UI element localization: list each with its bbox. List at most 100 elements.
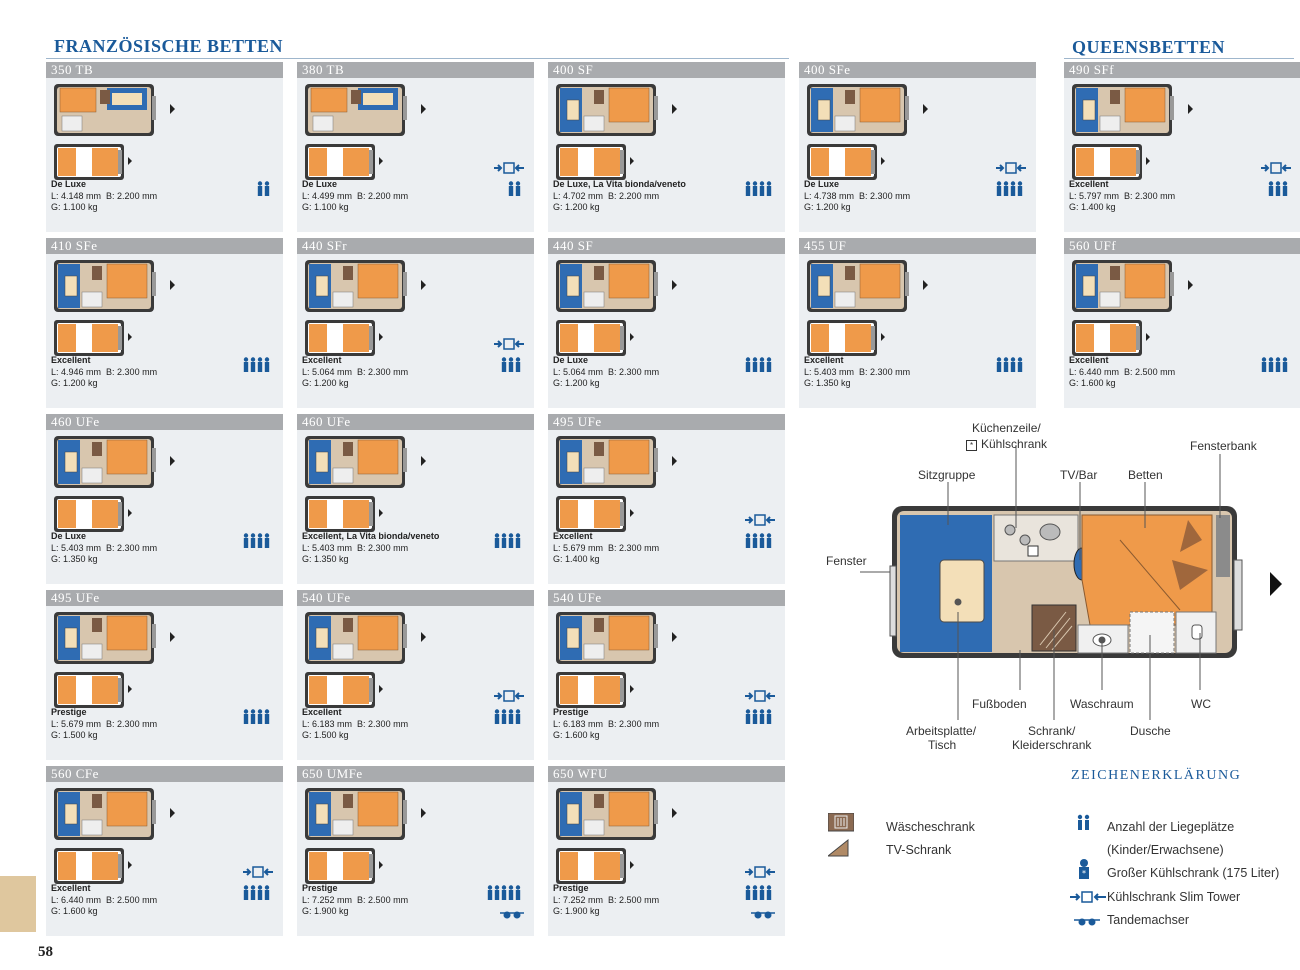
label-washroom: Waschraum <box>1070 697 1134 711</box>
model-equipment: Prestige <box>302 883 338 893</box>
window-rear <box>1233 559 1243 631</box>
model-dimensions: L: 7.252 mm B: 2.500 mm <box>553 895 659 907</box>
model-equipment: Excellent <box>553 531 593 541</box>
section-title-queen-beds: QUEENSBETTEN <box>1072 37 1226 57</box>
model-name: 400 SFe <box>799 62 1036 78</box>
slim-tower-badge <box>745 689 775 707</box>
model-width: B: 2.300 mm <box>608 542 660 553</box>
model-width: B: 2.200 mm <box>608 190 660 201</box>
model-equipment: De Luxe <box>302 179 338 189</box>
floorplan-thumbnail <box>54 436 175 532</box>
model-width: B: 2.300 mm <box>608 718 660 729</box>
model-width: B: 2.300 mm <box>859 190 911 201</box>
berth-count <box>243 709 273 725</box>
floorplan-thumbnail <box>556 436 677 532</box>
model-dimensions: L: 4.702 mm B: 2.200 mm <box>553 191 686 203</box>
model-weight: G: 1.200 kg <box>302 378 349 388</box>
person-icon <box>1077 814 1090 830</box>
model-weight: G: 1.400 kg <box>1069 202 1116 212</box>
model-dimensions: L: 7.252 mm B: 2.500 mm <box>302 895 408 907</box>
tandem-axle-icon <box>1074 918 1100 926</box>
model-weight: G: 1.200 kg <box>553 378 600 388</box>
slim-tower-icon <box>243 866 273 878</box>
model-weight: G: 1.900 kg <box>302 906 349 916</box>
model-length: L: 4.148 mm <box>51 190 102 201</box>
window-sill <box>1216 515 1230 577</box>
model-dimensions: L: 6.440 mm B: 2.500 mm <box>51 895 157 907</box>
model-weight: G: 1.200 kg <box>804 202 851 212</box>
model-equipment: De Luxe <box>51 179 87 189</box>
model-equipment: Excellent, La Vita bionda/veneto <box>302 531 440 541</box>
person-count-icon <box>243 885 270 900</box>
floorplan-thumbnail <box>556 612 677 708</box>
model-dimensions: L: 5.403 mm B: 2.300 mm <box>804 367 910 379</box>
slim-tower-badge <box>745 865 775 883</box>
person-count-icon <box>243 357 270 372</box>
legend-big-fridge: Großer Kühlschrank (175 Liter) <box>1107 866 1280 880</box>
person-count-icon <box>243 709 270 724</box>
model-width: B: 2.300 mm <box>608 366 660 377</box>
legend-title: ZEICHENERKLÄRUNG <box>1071 768 1242 783</box>
berth-count <box>745 885 775 901</box>
floorplan-thumbnail <box>807 260 928 356</box>
slim-tower-badge <box>494 337 524 355</box>
model-dimensions: L: 4.499 mm B: 2.200 mm <box>302 191 408 203</box>
model-equipment: Prestige <box>553 883 589 893</box>
slim-tower-icon <box>1261 162 1291 174</box>
model-length: L: 5.679 mm <box>553 542 604 553</box>
model-equipment: De Luxe, La Vita bionda/veneto <box>553 179 686 189</box>
model-equipment: Excellent <box>302 707 342 717</box>
model-name: 490 SFf <box>1064 62 1300 78</box>
model-equipment: Excellent <box>1069 355 1109 365</box>
model-name: 650 WFU <box>548 766 785 782</box>
model-name: 495 UFe <box>548 414 785 430</box>
floorplan-thumbnail <box>556 84 677 180</box>
model-name: 400 SF <box>548 62 785 78</box>
model-width: B: 2.300 mm <box>357 718 409 729</box>
slim-tower-badge <box>494 161 524 179</box>
label-table: Tisch <box>928 738 957 752</box>
berth-count <box>745 709 775 725</box>
berth-count <box>1261 357 1291 373</box>
person-count-icon <box>494 533 521 548</box>
model-length: L: 6.183 mm <box>553 718 604 729</box>
model-weight: G: 1.200 kg <box>51 378 98 388</box>
floorplan-thumbnail <box>54 788 175 884</box>
fridge-icon: * <box>966 440 977 451</box>
floorplan-thumbnail <box>54 84 175 180</box>
model-length: L: 5.403 mm <box>302 542 353 553</box>
label-kitchen: Küchenzeile/ <box>972 421 1041 435</box>
model-name: 560 CFe <box>46 766 283 782</box>
person-count-icon <box>996 357 1023 372</box>
label-window-sill: Fensterbank <box>1190 439 1257 453</box>
berth-count <box>494 533 524 549</box>
model-weight: G: 1.100 kg <box>302 202 349 212</box>
floorplan-thumbnail <box>1072 84 1193 180</box>
window-front <box>889 565 897 637</box>
model-weight: G: 1.100 kg <box>51 202 98 212</box>
floorplan-thumbnail <box>807 84 928 180</box>
model-name: 460 UFe <box>297 414 534 430</box>
model-weight: G: 1.350 kg <box>804 378 851 388</box>
model-dimensions: L: 5.797 mm B: 2.300 mm <box>1069 191 1175 203</box>
label-fridge: *Kühlschrank <box>966 437 1047 451</box>
model-name: 560 UFf <box>1064 238 1300 254</box>
model-length: L: 5.679 mm <box>51 718 102 729</box>
model-length: L: 7.252 mm <box>553 894 604 905</box>
floorplan-thumbnail <box>556 260 677 356</box>
model-name: 350 TB <box>46 62 283 78</box>
model-name: 440 SF <box>548 238 785 254</box>
